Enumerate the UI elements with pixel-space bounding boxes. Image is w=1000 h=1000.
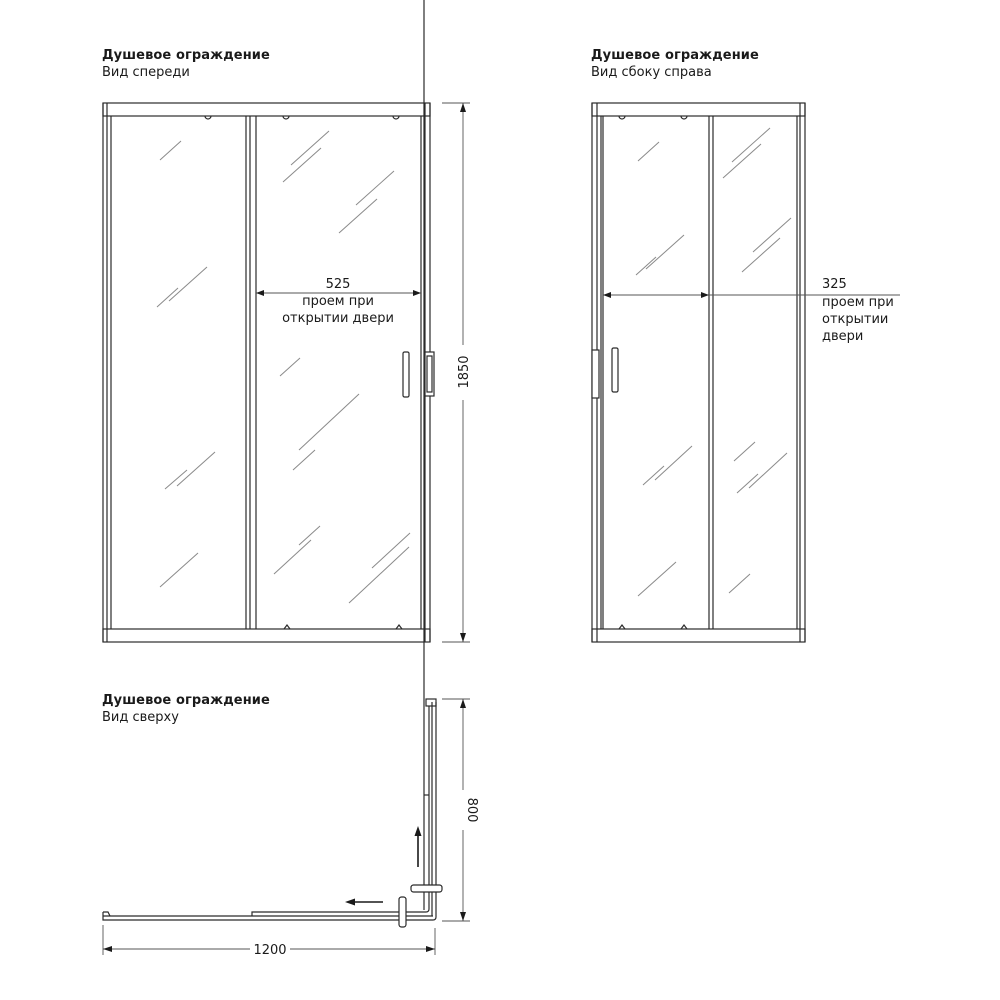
guide-icon (395, 624, 403, 630)
roller-icon (204, 115, 212, 120)
front-height-dim: 1850 (457, 355, 472, 388)
side-view-title: Душевое ограждение (591, 48, 759, 63)
front-opening-dim: 525 (326, 277, 351, 292)
side-view-subtitle: Вид сбоку справа (591, 65, 712, 80)
front-opening-label-2: открытии двери (282, 311, 394, 326)
top-width-dim: 1200 (253, 943, 286, 958)
front-view-subtitle: Вид спереди (102, 65, 190, 80)
front-view-title: Душевое ограждение (102, 48, 270, 63)
side-bottom-rail (591, 628, 806, 643)
handle-bracket (424, 351, 435, 397)
top-view-title: Душевое ограждение (102, 693, 270, 708)
side-door-handle (611, 347, 619, 393)
top-view-caption: Душевое ограждение Вид сверху (102, 692, 270, 726)
front-bottom-rail (102, 628, 431, 643)
side-opening-label-1: проем при (822, 295, 894, 310)
wall-profile-top (425, 698, 437, 707)
side-view-drawing: 325 проем при открытии двери (591, 102, 900, 643)
top-depth-dim: 800 (464, 798, 479, 823)
front-view-drawing: 525 проем при открытии двери 1850 (102, 102, 472, 643)
roller-icon (282, 115, 290, 120)
side-opening-label-2: открытии (822, 312, 888, 327)
top-handle-long-side (398, 896, 407, 928)
top-view-subtitle: Вид сверху (102, 710, 179, 725)
roller-icon (392, 115, 400, 120)
door-handle (402, 351, 410, 398)
side-top-rail (591, 102, 806, 117)
side-handle-bracket (591, 349, 600, 399)
front-opening-label-1: проем при (302, 294, 374, 309)
side-opening-dim: 325 (822, 277, 847, 292)
top-handle-short-side (410, 884, 443, 893)
front-view-caption: Душевое ограждение Вид спереди (102, 47, 270, 81)
side-opening-label-3: двери (822, 329, 863, 344)
front-top-rail (102, 102, 431, 117)
side-view-caption: Душевое ограждение Вид сбоку справа (591, 47, 759, 81)
guide-icon (283, 624, 291, 630)
top-view-drawing: 800 1200 (102, 0, 479, 958)
